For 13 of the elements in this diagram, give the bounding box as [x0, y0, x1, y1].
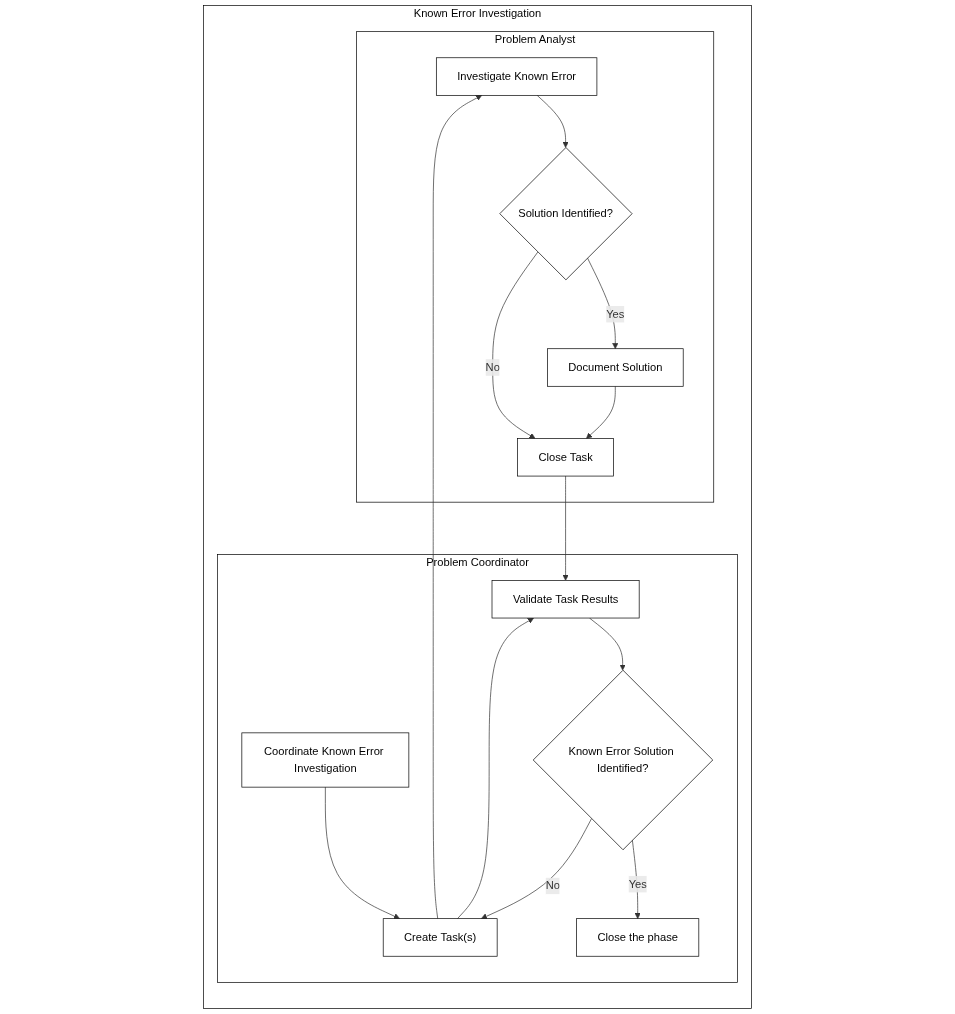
edge-label: No: [485, 361, 500, 374]
node-box: Close the phase: [576, 918, 700, 957]
node-box: Close Task: [517, 438, 614, 477]
edge-label: No: [545, 879, 560, 892]
node-diamond: Solution Identified?: [499, 147, 633, 281]
node-box: Validate Task Results: [491, 580, 640, 619]
node-diamond: Known Error Solution Identified?: [532, 669, 714, 851]
node-box: Create Task(s): [382, 918, 498, 957]
node-box: Document Solution: [547, 348, 684, 387]
edge-label: Yes: [628, 877, 647, 890]
node-box: Coordinate Known Error Investigation: [241, 732, 410, 788]
node-box: Investigate Known Error: [435, 57, 598, 96]
edge-label: Yes: [606, 308, 625, 320]
